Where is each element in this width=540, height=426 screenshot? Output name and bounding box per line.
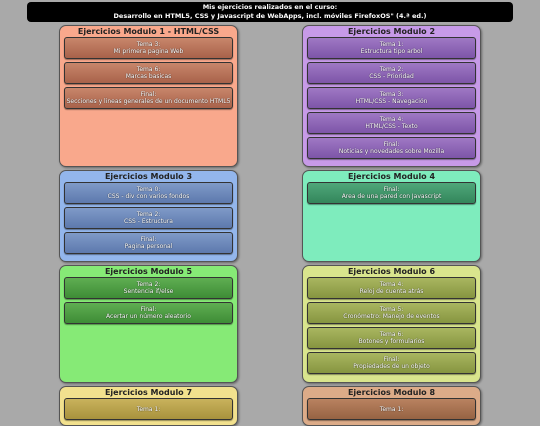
module-8-title: Ejercicios Modulo 8 [347, 388, 436, 397]
module-3-item-3[interactable]: Final:Pagina personal [64, 232, 233, 254]
module-7-item-1[interactable]: Tema 1: [64, 398, 233, 420]
module-6-item-4[interactable]: Final:Propiedades de un objeto [307, 352, 476, 374]
module-1-title: Ejercicios Modulo 1 - HTML/CSS [77, 27, 220, 36]
module-1-item-2[interactable]: Tema 6:Marcas basicas [64, 62, 233, 84]
module-8-item-1[interactable]: Tema 1: [307, 398, 476, 420]
module-2-item-1[interactable]: Tema 1:Estructura tipo arbol [307, 37, 476, 59]
module-4-title: Ejercicios Modulo 4 [347, 172, 436, 181]
module-1-item-3[interactable]: Final:Secciones y lineas generales de un… [64, 87, 233, 109]
module-2-item-2[interactable]: Tema 2:CSS - Prioridad [307, 62, 476, 84]
module-7-panel: Ejercicios Modulo 7 Tema 1: [59, 386, 238, 426]
module-6-item-2[interactable]: Tema 5:Cronómetro: Manejo de eventos [307, 302, 476, 324]
module-6-panel: Ejercicios Modulo 6 Tema 4:Reloj de cuen… [302, 265, 481, 383]
module-2-item-3[interactable]: Tema 3:HTML/CSS - Navegación [307, 87, 476, 109]
module-2-item-4[interactable]: Tema 4:HTML/CSS - Texto [307, 112, 476, 134]
module-7-title: Ejercicios Modulo 7 [104, 388, 193, 397]
module-3-item-2[interactable]: Tema 2:CSS - Estructura [64, 207, 233, 229]
module-1-panel: Ejercicios Modulo 1 - HTML/CSS Tema 3:Mi… [59, 25, 238, 167]
course-header: Mis ejercicios realizados en el curso: D… [27, 2, 513, 22]
module-5-title: Ejercicios Modulo 5 [104, 267, 193, 276]
module-5-panel: Ejercicios Modulo 5 Tema 2:Sentencia if/… [59, 265, 238, 383]
module-4-item-1[interactable]: Final:Area de una pared con Javascript [307, 182, 476, 204]
header-line-1: Mis ejercicios realizados en el curso: [202, 3, 338, 11]
module-1-item-1[interactable]: Tema 3:Mi primera pagina Web [64, 37, 233, 59]
module-4-panel: Ejercicios Modulo 4 Final:Area de una pa… [302, 170, 481, 262]
module-2-title: Ejercicios Modulo 2 [347, 27, 436, 36]
module-6-title: Ejercicios Modulo 6 [347, 267, 436, 276]
module-3-item-1[interactable]: Tema 0:CSS - div con varios fondos [64, 182, 233, 204]
module-5-item-2[interactable]: Final:Acertar un número aleatorio [64, 302, 233, 324]
module-8-panel: Ejercicios Modulo 8 Tema 1: [302, 386, 481, 426]
header-line-2: Desarrollo en HTML5, CSS y Javascript de… [113, 12, 427, 20]
module-2-panel: Ejercicios Modulo 2 Tema 1:Estructura ti… [302, 25, 481, 167]
module-5-item-1[interactable]: Tema 2:Sentencia if/else [64, 277, 233, 299]
module-6-item-3[interactable]: Tema 6:Botones y formularios [307, 327, 476, 349]
module-2-item-5[interactable]: Final:Noticias y novedades sobre Mozilla [307, 137, 476, 159]
module-6-item-1[interactable]: Tema 4:Reloj de cuenta atrás [307, 277, 476, 299]
module-3-title: Ejercicios Modulo 3 [104, 172, 193, 181]
module-3-panel: Ejercicios Modulo 3 Tema 0:CSS - div con… [59, 170, 238, 262]
